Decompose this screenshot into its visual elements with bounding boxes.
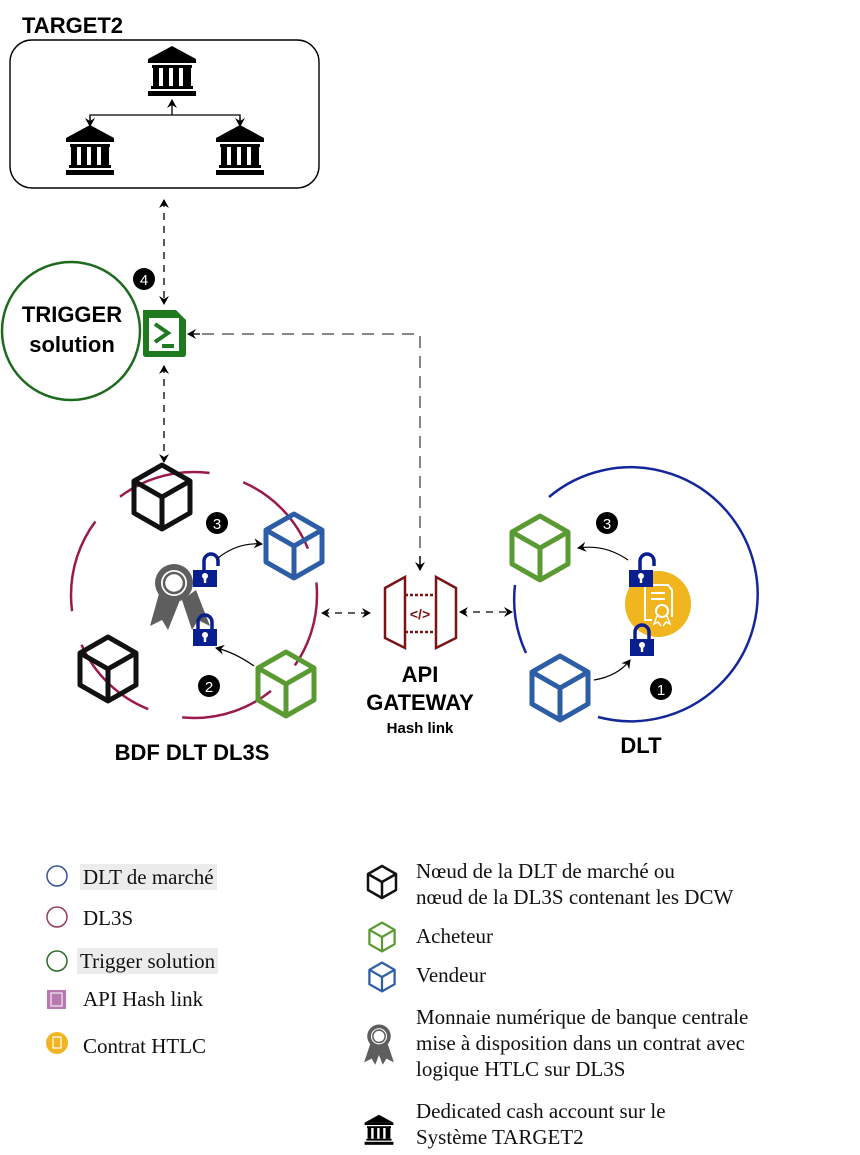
target2-box: [9, 39, 320, 189]
link-api-trigger: [190, 333, 421, 568]
legend-item-medal: Monnaie numérique de banque centrale mis…: [416, 1005, 749, 1081]
step-badge-3-dlt: [596, 512, 618, 534]
arrow-lock-to-acheteur: [577, 541, 629, 561]
dlt-circle-arc-main: [548, 466, 759, 723]
lock-open-icon-dl3s: [191, 552, 220, 589]
step-badge-1: [650, 678, 672, 700]
api-code-glyph: </>: [410, 606, 430, 622]
node-cube-black-top: [134, 465, 190, 529]
acheteur-cube-dlt: [512, 516, 568, 580]
trigger-label-line2: solution: [29, 332, 115, 357]
trigger-circle: [0, 260, 142, 402]
legend-item-trigger: Trigger solution: [77, 948, 219, 974]
api-label-line3: Hash link: [387, 720, 454, 737]
bank-icon-central: [148, 46, 196, 96]
step-badge-2: [198, 675, 220, 697]
legend-item-htlc: Contrat HTLC: [83, 1034, 207, 1058]
bank-icon-left: [66, 125, 114, 175]
api-gateway-icon: [383, 574, 458, 651]
circle-green-icon: [46, 950, 68, 972]
arrow-vendeur-to-lock: [593, 659, 631, 681]
cube-black-icon: [366, 864, 398, 900]
htlc-legend-icon: [46, 1032, 68, 1054]
htlc-contract-icon: [625, 571, 691, 637]
step-badge-3-dl3s: [206, 512, 228, 534]
target2-connector: [89, 114, 241, 125]
dlt-circle-arc-left: [512, 584, 528, 654]
svg-text:3: 3: [603, 516, 611, 533]
lock-open-icon-dlt: [627, 552, 656, 589]
api-label-line1: API: [402, 662, 439, 687]
api-legend-icon: [47, 990, 66, 1009]
trigger-label-line1: TRIGGER: [22, 302, 122, 327]
circle-crimson-icon: [46, 906, 68, 928]
legend-item-bank: Dedicated cash account sur le Système TA…: [416, 1099, 666, 1149]
vendeur-cube-dlt: [532, 656, 588, 720]
bank-icon-right: [216, 125, 264, 175]
arrow-acheteur-to-lock: [215, 644, 255, 667]
circle-blue-icon: [46, 865, 68, 887]
medal-icon: [150, 564, 210, 630]
arrow-lock-to-vendeur: [217, 538, 263, 559]
dlt-title: DLT: [620, 733, 662, 758]
bank-legend-icon: [364, 1114, 394, 1145]
target2-title: TARGET2: [22, 13, 123, 38]
legend-item-acheteur: Acheteur: [416, 924, 493, 948]
legend-item-node: Nœud de la DLT de marché ou nœud de la D…: [416, 859, 734, 909]
medal-legend-icon: [364, 1024, 394, 1065]
api-label-line2: GATEWAY: [366, 690, 474, 715]
legend-item-api: API Hash link: [83, 987, 204, 1011]
dl3s-title: BDF DLT DL3S: [115, 740, 270, 765]
acheteur-cube-dl3s: [258, 652, 314, 716]
svg-text:4: 4: [140, 272, 148, 289]
svg-text:3: 3: [213, 516, 221, 533]
dl3s-circle: [69, 470, 319, 720]
svg-text:2: 2: [205, 679, 213, 696]
node-cube-black-bottom: [80, 637, 136, 701]
svg-text:1: 1: [657, 682, 665, 699]
step-badge-4: [133, 268, 155, 290]
cube-blue-icon: [368, 961, 396, 993]
cube-green-icon: [368, 921, 396, 953]
legend-item-dlt-marche: DLT de marché: [80, 864, 217, 890]
legend-item-vendeur: Vendeur: [416, 963, 486, 987]
legend-item-dl3s: DL3S: [83, 906, 134, 930]
terminal-script-icon: [143, 310, 186, 357]
